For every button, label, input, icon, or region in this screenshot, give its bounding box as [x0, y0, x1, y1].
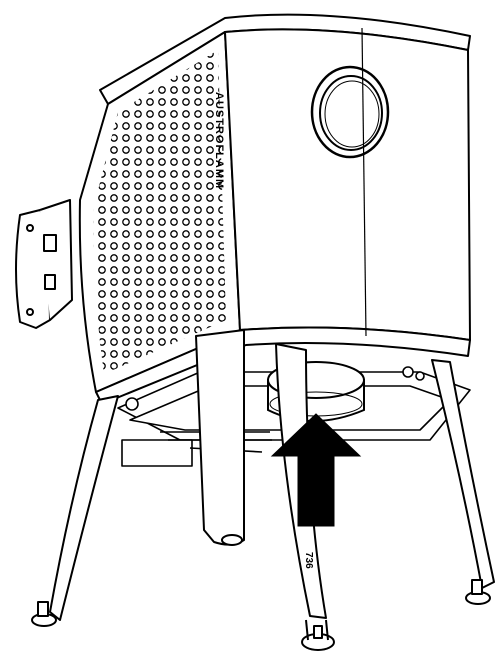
bottom-rim: [95, 326, 471, 405]
leg-right: [431, 359, 495, 589]
brand-label: AUSTROFLAMM: [213, 92, 225, 189]
front-seam: [361, 27, 367, 337]
perforated-grille: [93, 50, 226, 374]
direction-arrow: [270, 413, 362, 527]
arrow-up-icon: [270, 413, 362, 527]
leg-front: [195, 329, 245, 546]
side-control-unit: [15, 199, 73, 329]
round-window: [310, 65, 390, 159]
leg-left: [49, 395, 119, 621]
figure-number: 736: [303, 552, 314, 569]
